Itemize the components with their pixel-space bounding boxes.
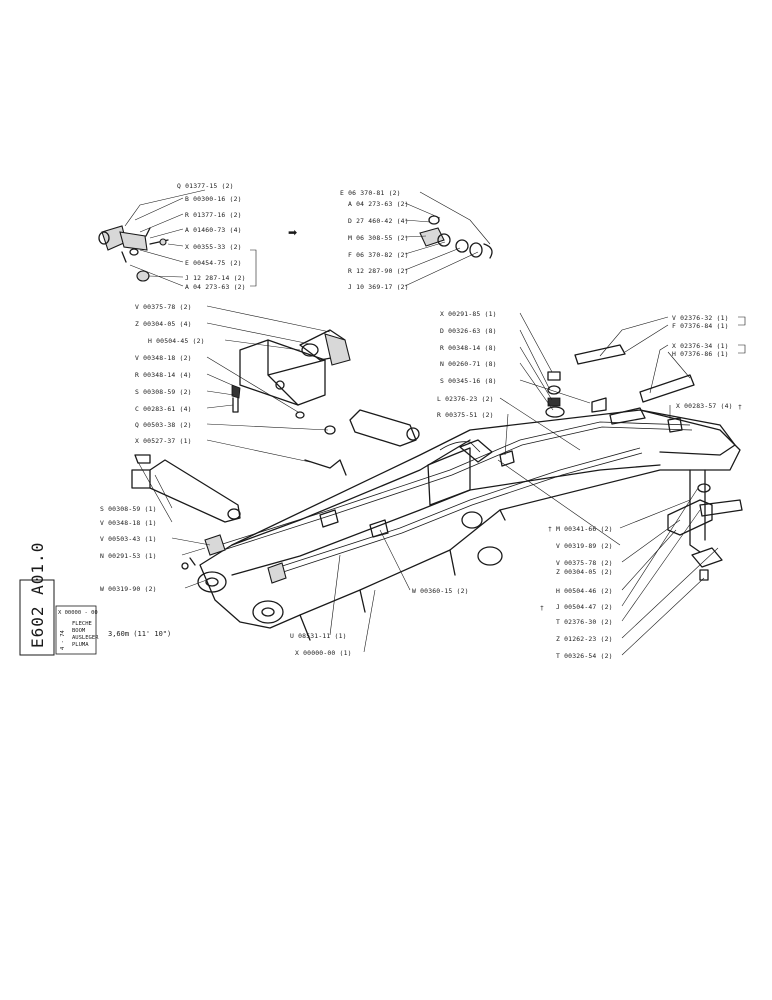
document-reference: E602 A01.0 bbox=[28, 542, 47, 648]
part-label: J 10 369-17 (2) bbox=[348, 283, 409, 291]
part-label: H 00504-46 (2) bbox=[556, 587, 613, 595]
part-label: Z 00304-05 (4) bbox=[135, 320, 192, 328]
dagger-mark: † bbox=[540, 604, 544, 612]
title-block-name: BOOM bbox=[72, 628, 86, 634]
part-label: W 00360-15 (2) bbox=[412, 587, 469, 595]
part-label: V 00348-18 (2) bbox=[135, 354, 192, 362]
fasteners bbox=[134, 384, 347, 570]
part-label: X 02376-34 (1) bbox=[672, 342, 729, 350]
part-label: A 04 273-63 (2) bbox=[348, 200, 409, 208]
pin-upper bbox=[349, 409, 420, 447]
part-label: N 00291-53 (1) bbox=[100, 552, 157, 560]
part-label: H 07376-86 (1) bbox=[672, 350, 729, 358]
part-label: X 00527-37 (1) bbox=[135, 437, 192, 445]
part-label: M 00341-66 (2) bbox=[556, 525, 613, 533]
part-label: S 00345-16 (8) bbox=[440, 377, 497, 385]
part-label: X 00283-57 (4) bbox=[676, 402, 733, 410]
part-label: F 07376-84 (1) bbox=[672, 322, 729, 330]
labels-bottom: W 00360-15 (2) U 08531-11 (1) X 00000-00… bbox=[290, 587, 469, 657]
part-label: V 00375-78 (2) bbox=[556, 559, 613, 567]
part-label: E 06 370-81 (2) bbox=[340, 189, 401, 197]
valve-block bbox=[239, 329, 351, 406]
part-label: F 06 370-82 (2) bbox=[348, 251, 409, 259]
part-label: V 02376-32 (1) bbox=[672, 314, 729, 322]
part-label: X 00291-85 (1) bbox=[440, 310, 497, 318]
arrow-right-icon: ➡ bbox=[288, 226, 297, 239]
title-block: E602 A01.0 X 00000 - 00 4 - 74 FLECHE BO… bbox=[19, 542, 171, 656]
part-label: X 00000-00 (1) bbox=[295, 649, 352, 657]
part-label: A 01460-73 (4) bbox=[185, 226, 242, 234]
part-label: T 00326-54 (2) bbox=[556, 652, 613, 660]
part-label: M 06 308-55 (2) bbox=[348, 234, 409, 242]
part-label: R 12 287-90 (2) bbox=[348, 267, 409, 275]
part-label: V 00319-89 (2) bbox=[556, 542, 613, 550]
part-label: Q 01377-15 (2) bbox=[177, 182, 234, 190]
part-label: Q 00503-38 (2) bbox=[135, 421, 192, 429]
part-label: V 00348-18 (1) bbox=[100, 519, 157, 527]
labels-center: X 00291-85 (1) D 00326-63 (8) R 00348-14… bbox=[437, 310, 497, 419]
part-label: U 08531-11 (1) bbox=[290, 632, 347, 640]
component-drawings bbox=[98, 215, 743, 584]
labels-right: V 02376-32 (1) F 07376-84 (1) X 02376-34… bbox=[672, 314, 742, 411]
part-label: H 00504-45 (2) bbox=[148, 337, 205, 345]
part-label: T 02376-30 (2) bbox=[556, 618, 613, 626]
dagger-mark: † bbox=[738, 403, 742, 411]
title-block-name: AUSLEGER bbox=[72, 635, 99, 641]
part-label: V 00503-43 (1) bbox=[100, 535, 157, 543]
center-fittings bbox=[545, 371, 607, 418]
part-label: Z 01262-23 (2) bbox=[556, 635, 613, 643]
title-block-name: FLECHE bbox=[72, 621, 92, 627]
part-label: J 12 287-14 (2) bbox=[185, 274, 246, 282]
part-label: D 27 460-42 (4) bbox=[348, 217, 409, 225]
fitting-assembly-left bbox=[98, 225, 169, 282]
part-label: E 00454-75 (2) bbox=[185, 259, 242, 267]
boom-drawing bbox=[197, 409, 741, 641]
labels-lower-right: † M 00341-66 (2) V 00319-89 (2) V 00375-… bbox=[540, 525, 613, 660]
dagger-mark: † bbox=[548, 525, 552, 533]
part-label: V 00375-78 (2) bbox=[135, 303, 192, 311]
boom-size: 3,60m (11' 10") bbox=[108, 630, 171, 638]
fitting-assembly-right bbox=[419, 215, 493, 259]
labels-left: V 00375-78 (2) Z 00304-05 (4) H 00504-45… bbox=[135, 303, 205, 445]
labels-lower-left: S 00308-59 (1) V 00348-18 (1) V 00503-43… bbox=[100, 505, 157, 593]
part-label: A 04 273-63 (2) bbox=[185, 283, 246, 291]
labels-top-left: Q 01377-15 (2) B 00300-16 (2) R 01377-16… bbox=[177, 182, 246, 291]
part-label: R 01377-16 (2) bbox=[185, 211, 242, 219]
part-label: R 00375-51 (2) bbox=[437, 411, 494, 419]
lower-right-bracket bbox=[667, 483, 743, 581]
pipe-clamps bbox=[204, 450, 515, 584]
leader-lines bbox=[124, 189, 746, 656]
part-label: B 00300-16 (2) bbox=[185, 195, 242, 203]
part-label: C 00283-61 (4) bbox=[135, 405, 192, 413]
right-fittings bbox=[574, 344, 695, 433]
part-label: J 00504-47 (2) bbox=[556, 603, 613, 611]
part-label: S 00308-59 (2) bbox=[135, 388, 192, 396]
labels-top-right: E 06 370-81 (2) A 04 273-63 (2) D 27 460… bbox=[340, 189, 409, 291]
part-label: Z 00304-05 (2) bbox=[556, 568, 613, 576]
part-label: W 00319-90 (2) bbox=[100, 585, 157, 593]
part-label: R 00348-14 (4) bbox=[135, 371, 192, 379]
title-block-code: X 00000 - 00 bbox=[58, 610, 98, 616]
part-label: X 00355-33 (2) bbox=[185, 243, 242, 251]
part-label: S 00308-59 (1) bbox=[100, 505, 157, 513]
part-label: L 02376-23 (2) bbox=[437, 395, 494, 403]
part-label: D 00326-63 (8) bbox=[440, 327, 497, 335]
part-label: N 00260-71 (8) bbox=[440, 360, 497, 368]
part-label: R 00348-14 (8) bbox=[440, 344, 497, 352]
pin-lower bbox=[131, 459, 241, 523]
title-block-name: PLUMA bbox=[72, 642, 89, 648]
title-block-date: 4 - 74 bbox=[60, 629, 66, 650]
